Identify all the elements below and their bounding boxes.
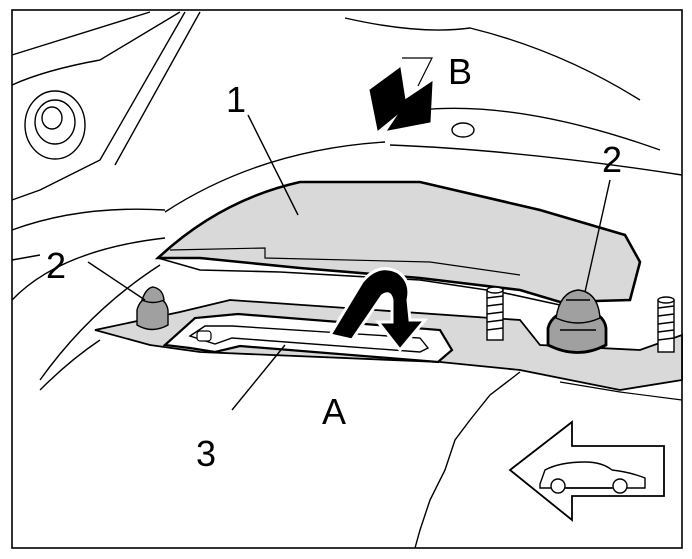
underbody-line bbox=[39, 339, 101, 391]
nut-part-2-left bbox=[136, 286, 169, 331]
body-structure-lines bbox=[11, 11, 683, 381]
arrow-b-outline bbox=[402, 57, 433, 87]
background-bolt bbox=[24, 90, 86, 160]
stud-bolt-right bbox=[657, 296, 675, 353]
cover-inner-ridge bbox=[169, 247, 521, 276]
car-silhouette-icon bbox=[539, 461, 646, 494]
lift-and-push-arrow-icon bbox=[327, 267, 429, 353]
vehicle-front-direction-arrow-icon bbox=[508, 420, 665, 522]
clip-hole bbox=[196, 330, 212, 342]
mounting-hole bbox=[451, 122, 475, 138]
stud-bolt-center bbox=[486, 286, 504, 341]
floor-edge-jagged bbox=[414, 371, 521, 549]
label-b: B bbox=[448, 51, 472, 92]
cover-lower-edge bbox=[157, 257, 561, 306]
label-a: A bbox=[322, 391, 346, 432]
leader-lines bbox=[87, 114, 611, 411]
callout-part-1: 1 bbox=[226, 79, 246, 120]
floor-edge-right bbox=[559, 381, 683, 401]
callout-part-2-right: 2 bbox=[602, 139, 622, 180]
callout-part-2-left: 2 bbox=[46, 245, 66, 286]
nut-part-2-right bbox=[546, 289, 608, 354]
clip-inner-slot bbox=[188, 325, 430, 353]
push-down-arrow-icon bbox=[369, 67, 433, 131]
callout-part-3: 3 bbox=[196, 433, 216, 474]
cover-part-1 bbox=[154, 180, 642, 304]
